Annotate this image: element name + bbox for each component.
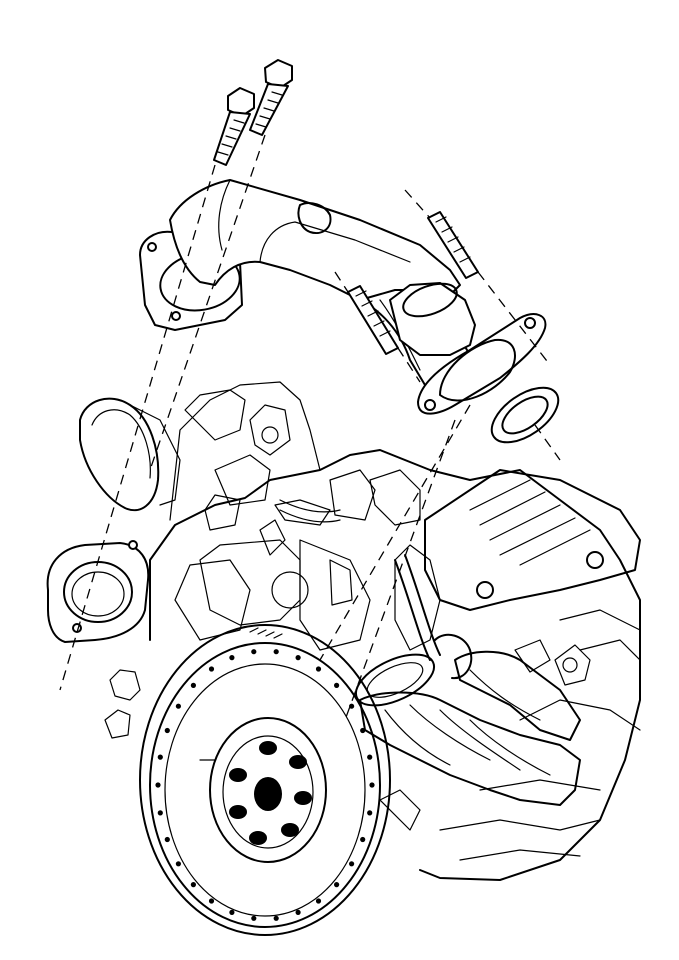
flywheel-hole xyxy=(164,727,170,734)
flywheel-hole xyxy=(295,909,301,916)
crossover-pipe xyxy=(139,179,481,401)
flywheel-hole xyxy=(360,836,366,843)
flywheel-hole xyxy=(349,703,355,709)
flywheel-hole xyxy=(273,915,279,921)
flywheel-hole xyxy=(251,649,257,655)
flywheel-hole xyxy=(349,861,355,867)
alignment-lines xyxy=(59,134,561,721)
flywheel-hole xyxy=(367,810,373,816)
engine-block xyxy=(104,381,641,881)
flywheel-hole xyxy=(208,666,215,672)
flywheel-hole xyxy=(315,666,322,672)
flywheel-hole xyxy=(190,882,196,888)
gasket-inlet xyxy=(46,540,150,643)
bolt-left xyxy=(213,87,255,166)
flywheel-hole xyxy=(208,898,215,904)
flywheel-hole xyxy=(175,861,181,867)
flywheel-hole xyxy=(367,754,373,760)
gasket-outlet xyxy=(490,386,560,444)
flywheel-hole xyxy=(315,898,322,904)
flywheel-hole xyxy=(164,836,170,843)
flywheel xyxy=(139,624,391,936)
outlet-flange xyxy=(417,313,547,415)
flywheel-hole xyxy=(229,655,235,661)
flywheel-hole xyxy=(190,682,196,689)
flywheel-hole xyxy=(295,655,301,661)
flywheel-hole xyxy=(155,782,161,788)
exhaust-manifold-right xyxy=(355,633,581,806)
flywheel-hole xyxy=(273,649,279,655)
flywheel-hole xyxy=(334,682,340,689)
flywheel-hole xyxy=(229,909,235,916)
flywheel-hole xyxy=(157,810,163,816)
flywheel-hole xyxy=(334,882,340,888)
bolt-right xyxy=(249,59,293,136)
gasket-left-ring xyxy=(79,397,181,512)
flywheel-hole xyxy=(369,782,375,788)
flywheel-hole xyxy=(175,703,181,709)
flywheel-hole xyxy=(251,915,257,921)
flywheel-hole xyxy=(157,754,163,760)
flywheel-hole xyxy=(360,727,366,734)
